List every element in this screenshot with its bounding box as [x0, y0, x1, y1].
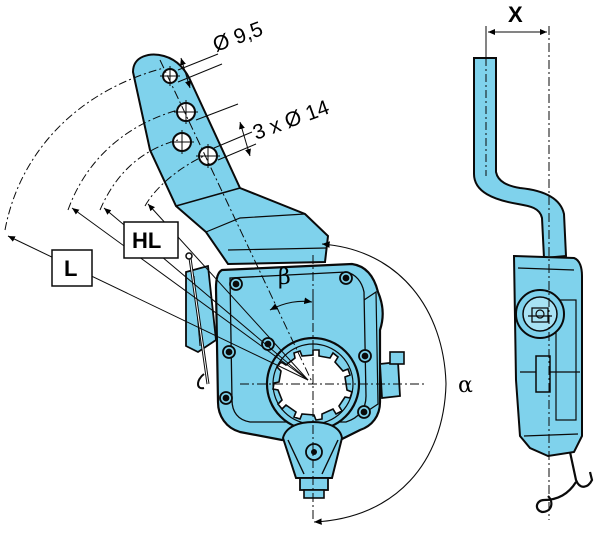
side-arm	[473, 57, 568, 260]
dim-top-hole-label: Ø 9,5	[210, 18, 266, 57]
angle-alpha-label: α	[458, 373, 473, 398]
housing-bolts	[219, 271, 372, 419]
side-pin-loop	[535, 451, 594, 514]
svg-text:L: L	[64, 256, 77, 281]
angle-alpha-arc	[313, 241, 447, 525]
front-view	[4, 53, 447, 525]
box-l: L	[51, 249, 93, 287]
lever-hole-2	[170, 130, 194, 154]
box-hl: HL	[123, 221, 179, 259]
dim-holes-label: 3 x Ø 14	[250, 96, 333, 145]
lever-hole-1	[174, 100, 198, 124]
angle-beta-label: β	[278, 265, 291, 290]
lever-radius-arcs	[4, 67, 205, 231]
bpw-seal-icon	[515, 289, 565, 339]
svg-text:HL: HL	[132, 228, 161, 253]
angle-beta-arc	[269, 297, 313, 311]
lever-hole-3	[196, 144, 220, 168]
hole-dimensions	[177, 53, 257, 161]
center-lines	[159, 59, 425, 520]
lever-hole-small	[160, 66, 180, 86]
worm-boss	[379, 361, 401, 399]
dim-x-label: X	[508, 2, 523, 27]
side-view	[473, 26, 594, 520]
